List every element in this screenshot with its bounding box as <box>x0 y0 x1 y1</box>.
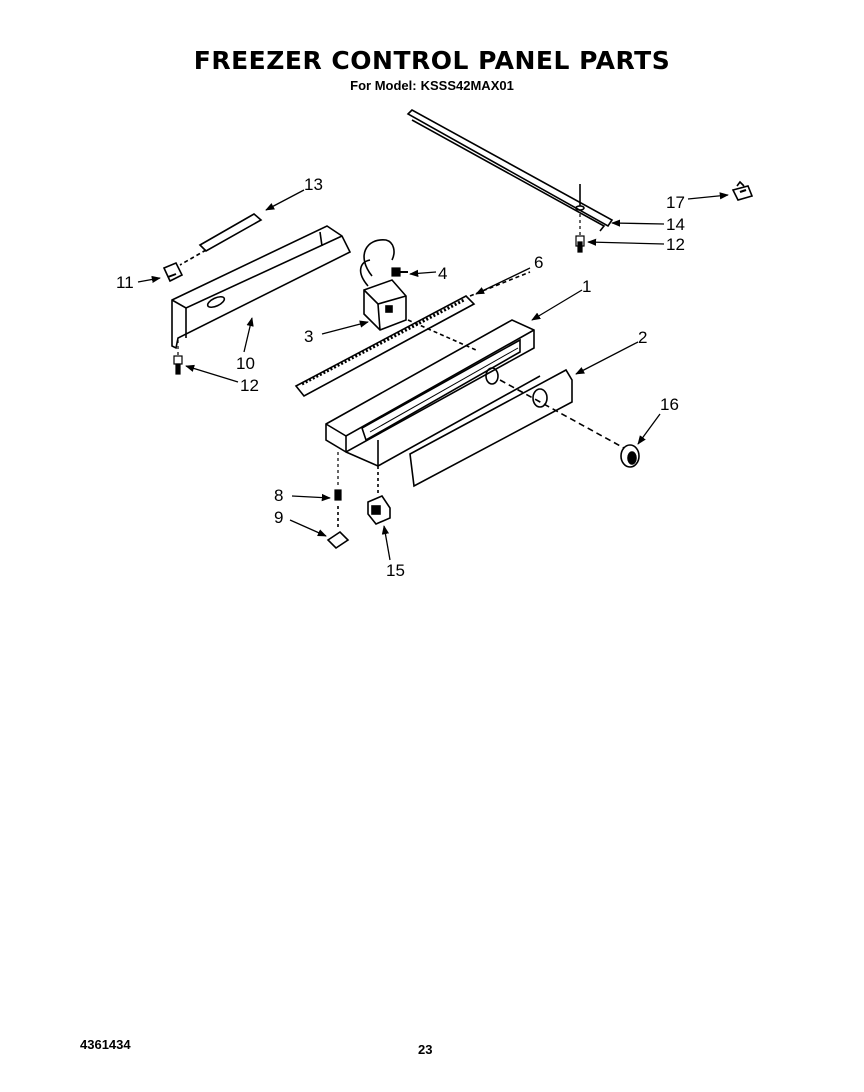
label-part-14: 14 <box>666 215 685 234</box>
strip-part-6 <box>294 271 531 398</box>
switch-part-15 <box>367 466 391 525</box>
label-part-15: 15 <box>386 561 405 580</box>
label-part-11: 11 <box>116 273 134 292</box>
label-part-12-left: 12 <box>240 376 259 395</box>
document-number: 4361434 <box>80 1037 131 1052</box>
label-part-4: 4 <box>438 264 447 283</box>
sensing-tube-part-13 <box>179 213 263 266</box>
label-part-6: 6 <box>534 253 543 272</box>
screw-part-8 <box>334 452 342 501</box>
page-number: 23 <box>418 1042 433 1057</box>
panel-overlay-part-2 <box>409 367 573 488</box>
label-part-10: 10 <box>236 354 255 373</box>
page-title: FREEZER CONTROL PANEL PARTS <box>193 46 671 75</box>
clip-part-9 <box>326 506 350 550</box>
label-part-16: 16 <box>660 395 679 414</box>
label-part-13: 13 <box>304 175 323 194</box>
label-part-12-right: 12 <box>666 235 685 254</box>
screw-part-12-left <box>173 340 183 375</box>
clip-part-17 <box>731 180 754 201</box>
screw-part-12-right <box>575 214 585 253</box>
control-part-3 <box>359 239 407 331</box>
label-part-2: 2 <box>638 328 647 347</box>
bracket-channel-part-10 <box>171 225 352 350</box>
label-part-3: 3 <box>304 327 313 346</box>
top-bracket-part-14 <box>406 109 614 232</box>
label-part-17: 17 <box>666 193 685 212</box>
model-label: For Model: <box>350 78 417 93</box>
clip-part-11 <box>162 261 184 283</box>
label-part-1: 1 <box>582 277 591 296</box>
control-housing-part-1 <box>325 319 541 467</box>
label-part-8: 8 <box>274 486 283 505</box>
part-number-labels: 1 2 3 4 6 8 9 10 11 12 12 13 14 15 16 17 <box>116 175 685 580</box>
model-number: KSSS42MAX01 <box>420 78 514 93</box>
model-line: For Model:KSSS42MAX01 <box>0 78 864 93</box>
screw-part-4 <box>391 267 408 277</box>
knob-part-16 <box>499 379 640 468</box>
callout-arrows <box>137 189 729 561</box>
label-part-9: 9 <box>274 508 283 527</box>
